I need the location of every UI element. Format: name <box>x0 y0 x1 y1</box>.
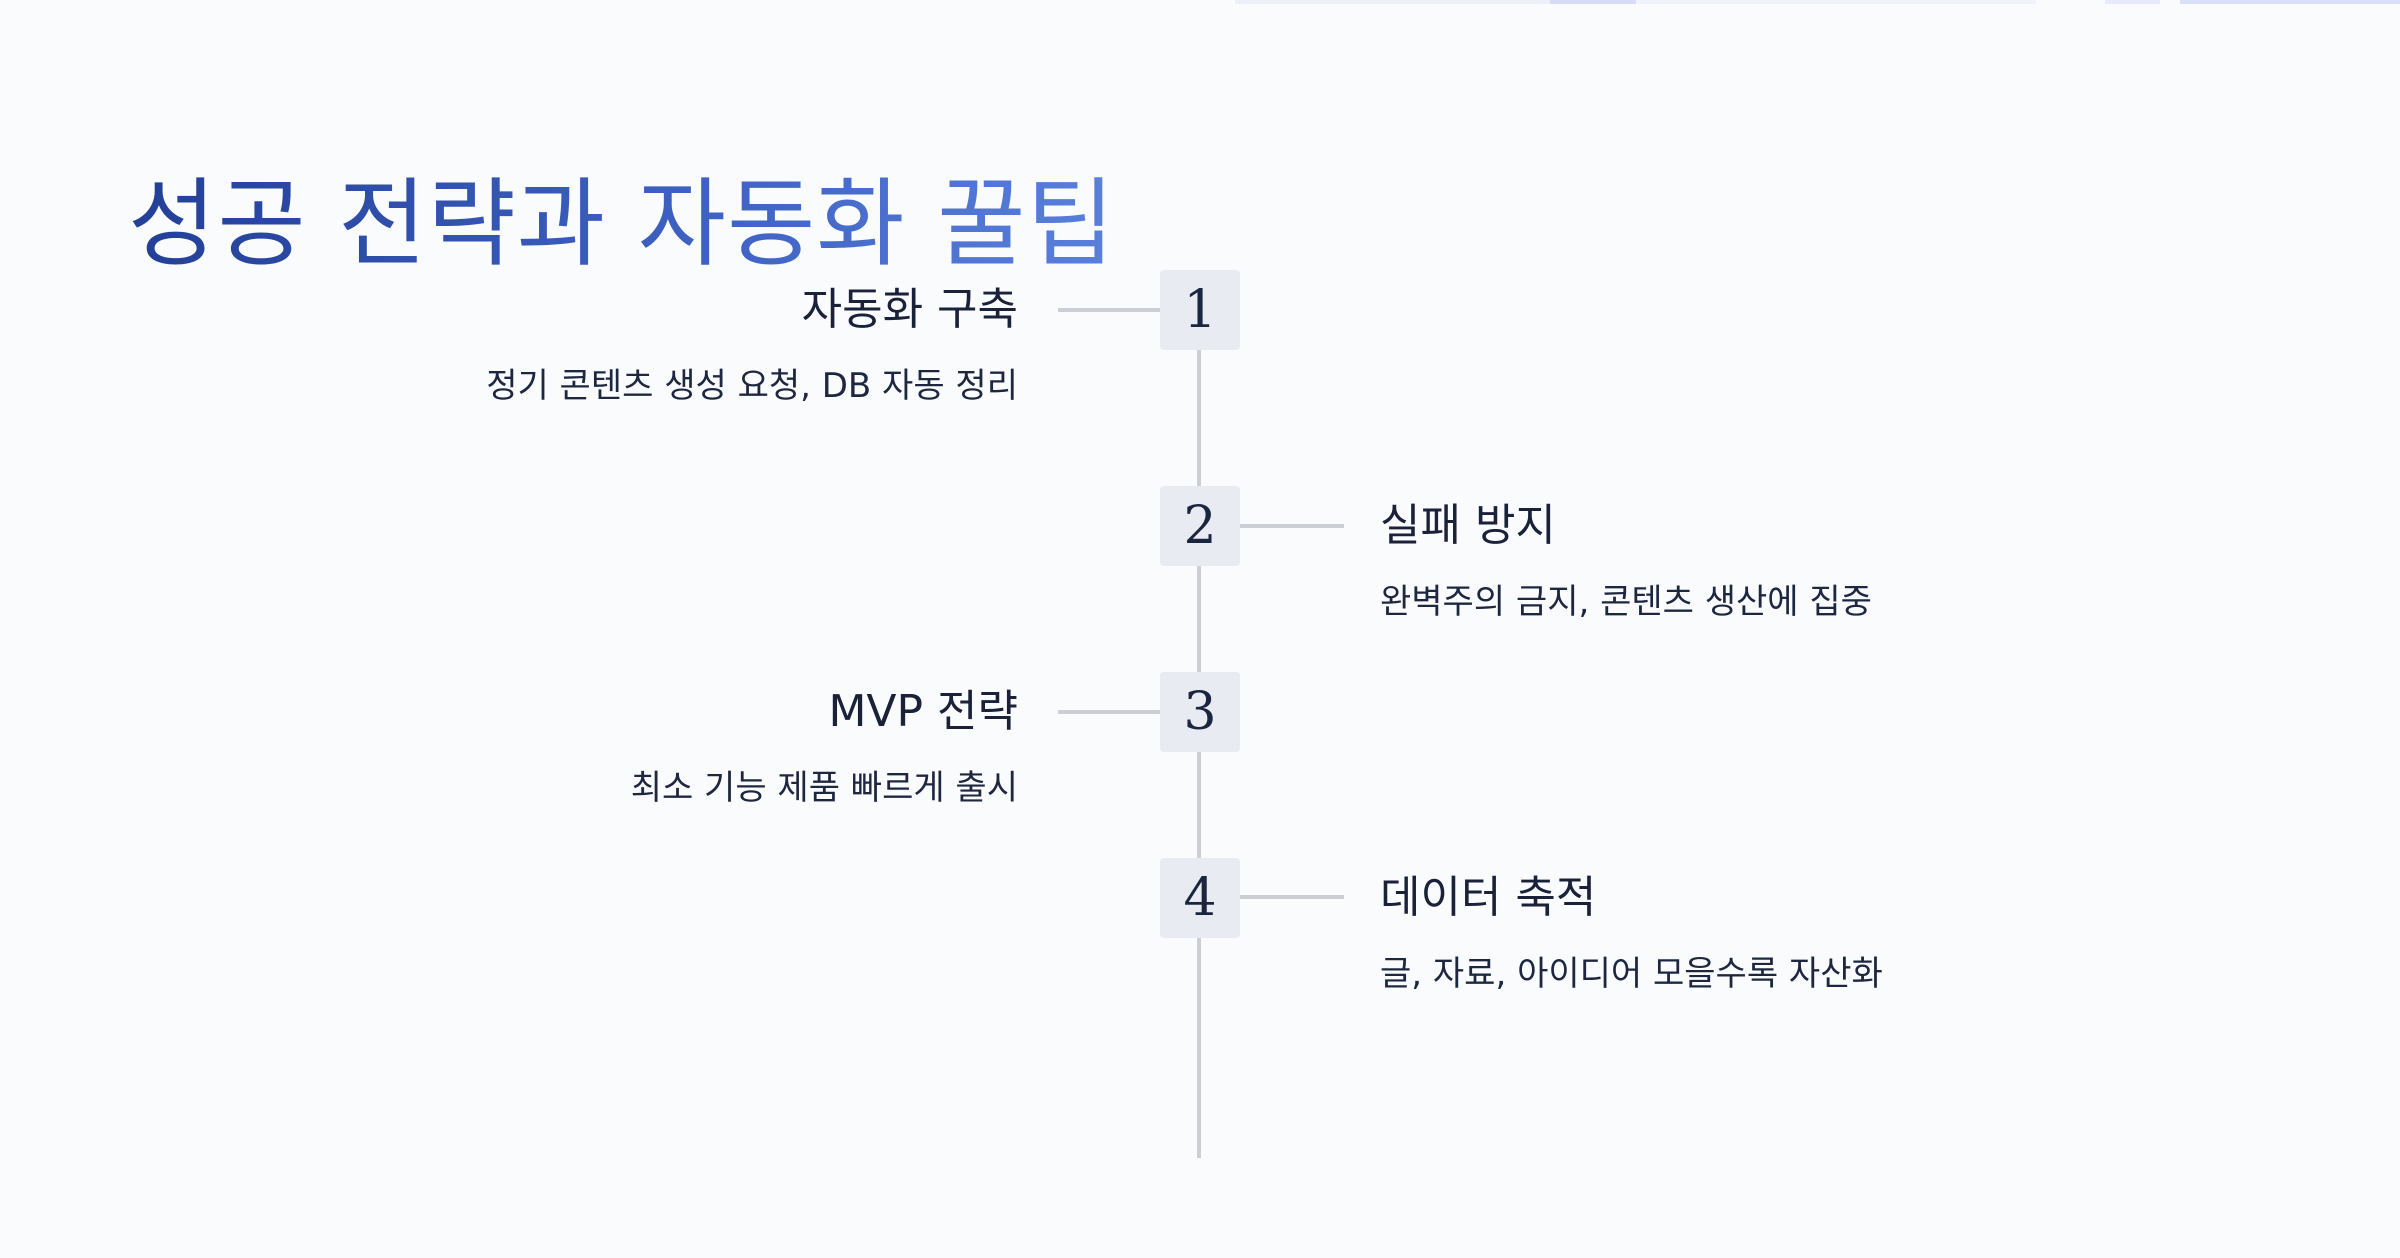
timeline-connector <box>1240 895 1344 899</box>
top-strip-fragment <box>1235 0 1555 4</box>
timeline-connector <box>1240 524 1344 528</box>
step-description: 최소 기능 제품 빠르게 출시 <box>630 768 1018 808</box>
step-number-badge: 4 <box>1160 858 1240 938</box>
top-strip-fragment <box>2105 0 2160 4</box>
step-heading: 데이터 축적 <box>1380 872 1597 923</box>
step-number-badge: 2 <box>1160 486 1240 566</box>
step-heading: 자동화 구축 <box>801 284 1018 335</box>
step-number-badge: 1 <box>1160 270 1240 350</box>
timeline-connector <box>1058 308 1160 312</box>
step-heading: 실패 방지 <box>1380 500 1556 551</box>
step-description: 완벽주의 금지, 콘텐츠 생산에 집중 <box>1380 582 1872 622</box>
top-strip-fragment <box>1550 0 1636 4</box>
top-strip-fragment <box>2180 0 2400 4</box>
timeline-connector <box>1058 710 1160 714</box>
step-description: 글, 자료, 아이디어 모을수록 자산화 <box>1380 954 1883 994</box>
step-heading: MVP 전략 <box>828 686 1018 737</box>
step-number-badge: 3 <box>1160 672 1240 752</box>
top-strip-fragment <box>1636 0 2036 4</box>
slide-title: 성공 전략과 자동화 꿀팁 <box>128 164 1116 284</box>
step-description: 정기 콘텐츠 생성 요청, DB 자동 정리 <box>486 366 1018 406</box>
